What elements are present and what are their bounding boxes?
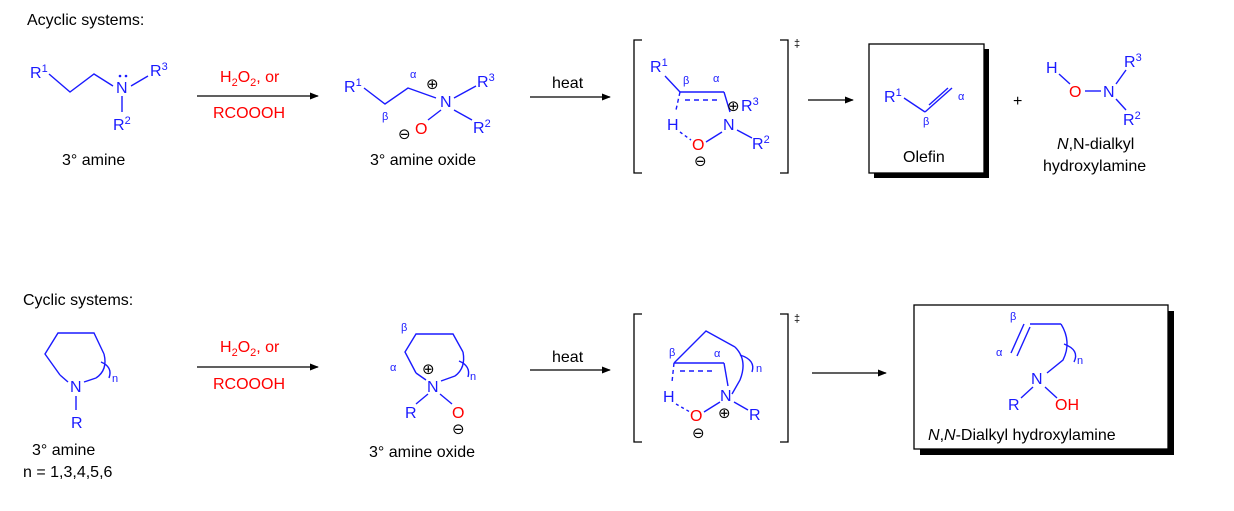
svg-text:N: N <box>1103 84 1115 101</box>
svg-text:hydroxylamine: hydroxylamine <box>1043 158 1146 175</box>
svg-text:OH: OH <box>1055 397 1079 414</box>
svg-text:⊕: ⊕ <box>422 361 435 378</box>
svg-text:R3: R3 <box>477 72 495 91</box>
svg-text:O: O <box>1069 84 1081 101</box>
svg-text:O: O <box>690 408 702 425</box>
svg-text:O: O <box>415 121 427 138</box>
cyclic-amine: n N R 3° amine n = 1,3,4,5,6 <box>23 332 118 481</box>
cyclic-amine-oxide: n β α ⊕ N R O ⊖ 3° amine oxide <box>369 322 476 461</box>
svg-text:α: α <box>390 362 397 374</box>
plus-sign: + <box>1013 93 1022 110</box>
svg-text:RCOOOH: RCOOOH <box>213 105 285 122</box>
cyclic-header: Cyclic systems: <box>23 292 133 309</box>
svg-text:R2: R2 <box>752 134 770 153</box>
acyclic-transition-state: ‡ R1 β α ⊕ R3 H O ⊖ N R2 <box>633 38 800 174</box>
svg-text:R: R <box>405 405 417 422</box>
svg-text:⊕: ⊕ <box>718 405 731 422</box>
acyclic-hydroxylamine: H O N R3 R2 N,N-dialkyl hydroxylamine <box>1043 52 1146 175</box>
svg-text:‡: ‡ <box>794 38 800 50</box>
svg-text:N: N <box>723 117 735 134</box>
cyclic-amine-n-values: n = 1,3,4,5,6 <box>23 464 113 481</box>
svg-text:⊕: ⊕ <box>426 76 439 93</box>
cyclic-heat-arrow: heat <box>530 349 611 374</box>
svg-text:⊖: ⊖ <box>398 126 411 143</box>
svg-text:n: n <box>112 373 118 385</box>
svg-text:α: α <box>410 69 417 81</box>
acyclic-amine: R1 N R3 R2 3° amine <box>30 61 168 169</box>
svg-text:N,N-dialkyl: N,N-dialkyl <box>1057 136 1134 153</box>
svg-text:R3: R3 <box>741 96 759 115</box>
acyclic-olefin-box: R1 α β Olefin <box>868 43 989 178</box>
svg-text:O: O <box>692 137 704 154</box>
svg-text:N: N <box>440 94 452 111</box>
svg-text:R: R <box>71 415 83 432</box>
svg-text:R2: R2 <box>1123 110 1141 129</box>
cyclic-product-box: β α n N R OH N,N-Dialkyl hydroxylamine <box>913 304 1174 455</box>
svg-text:⊖: ⊖ <box>452 421 465 438</box>
svg-text:⊖: ⊖ <box>692 425 705 442</box>
svg-text:R1: R1 <box>884 87 902 106</box>
svg-text:H: H <box>663 389 675 406</box>
svg-text:n: n <box>756 363 762 375</box>
svg-text:N: N <box>427 379 439 396</box>
svg-text:R2: R2 <box>473 118 491 137</box>
svg-text:R2: R2 <box>113 115 131 134</box>
olefin-caption: Olefin <box>903 149 945 166</box>
svg-text:β: β <box>1010 311 1016 323</box>
svg-text:α: α <box>996 347 1003 359</box>
svg-text:β: β <box>923 116 929 128</box>
acyclic-heat-arrow: heat <box>530 75 611 101</box>
svg-text:β: β <box>401 322 407 334</box>
svg-text:R: R <box>1008 397 1020 414</box>
svg-text:R1: R1 <box>650 57 668 76</box>
acyclic-oxide-caption: 3° amine oxide <box>370 152 476 169</box>
svg-text:N,N-Dialkyl hydroxylamine: N,N-Dialkyl hydroxylamine <box>928 427 1116 444</box>
svg-text:N: N <box>116 80 128 97</box>
svg-text:H: H <box>667 117 679 134</box>
cyclic-transition-state: ‡ n β α H O ⊖ N ⊕ R <box>633 313 800 443</box>
svg-text:⊖: ⊖ <box>694 153 707 170</box>
acyclic-amine-oxide: R1 α β ⊕ N R3 R2 O ⊖ 3° amine oxide <box>344 69 495 169</box>
svg-text:R3: R3 <box>150 61 168 80</box>
svg-text:R: R <box>749 407 761 424</box>
svg-text:β: β <box>382 111 388 123</box>
svg-text:H2O2, or: H2O2, or <box>220 69 280 89</box>
acyclic-oxidation-arrow: H2O2, or RCOOOH <box>197 69 319 122</box>
svg-text:‡: ‡ <box>794 313 800 325</box>
svg-text:β: β <box>669 347 675 359</box>
svg-text:N: N <box>1031 371 1043 388</box>
svg-text:heat: heat <box>552 75 584 92</box>
svg-text:α: α <box>714 348 721 360</box>
cyclic-oxide-caption: 3° amine oxide <box>369 444 475 461</box>
svg-text:R3: R3 <box>1124 52 1142 71</box>
svg-text:n: n <box>1077 355 1083 367</box>
svg-text:⊕: ⊕ <box>727 98 740 115</box>
svg-text:n: n <box>470 371 476 383</box>
svg-text:N: N <box>70 379 82 396</box>
svg-text:O: O <box>452 405 464 422</box>
svg-text:RCOOOH: RCOOOH <box>213 376 285 393</box>
cyclic-oxidation-arrow: H2O2, or RCOOOH <box>197 339 319 393</box>
svg-text:α: α <box>958 91 965 103</box>
svg-text:R1: R1 <box>30 63 48 82</box>
svg-text:H: H <box>1046 60 1058 77</box>
acyclic-amine-caption: 3° amine <box>62 152 125 169</box>
svg-text:H2O2, or: H2O2, or <box>220 339 280 359</box>
cyclic-amine-caption: 3° amine <box>32 442 95 459</box>
svg-text:N: N <box>720 388 732 405</box>
svg-text:β: β <box>683 75 689 87</box>
acyclic-header: Acyclic systems: <box>27 12 144 29</box>
svg-text:α: α <box>713 73 720 85</box>
svg-text:R1: R1 <box>344 77 362 96</box>
svg-text:heat: heat <box>552 349 584 366</box>
